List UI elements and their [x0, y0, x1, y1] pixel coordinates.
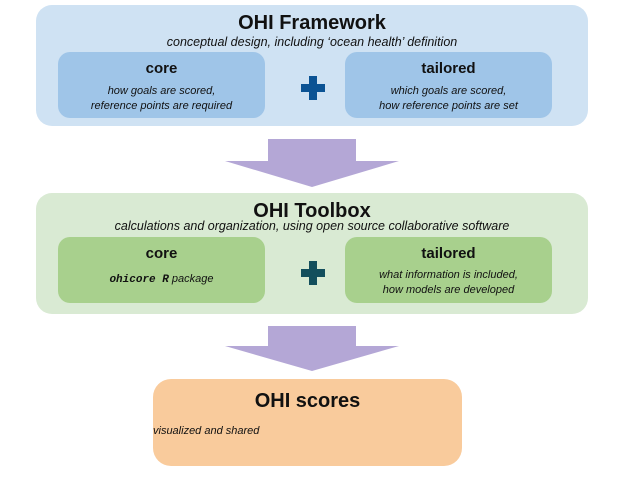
toolbox-tailored-box: tailored what information is included, h… [345, 237, 552, 303]
plus-icon [301, 76, 325, 100]
framework-core-title: core [145, 60, 178, 77]
framework-tailored-line1: which goals are scored, [390, 85, 507, 97]
framework-panel: OHI Framework conceptual design, includi… [36, 5, 588, 126]
toolbox-tailored-line2: how models are developed [382, 284, 515, 296]
down-arrow-icon [225, 326, 399, 371]
framework-tailored-line2: how reference points are set [379, 100, 518, 112]
framework-title: OHI Framework [238, 12, 386, 34]
framework-core-box: core how goals are scored, reference poi… [58, 52, 265, 118]
toolbox-panel: OHI Toolbox calculations and organizatio… [36, 193, 588, 314]
toolbox-tailored-title: tailored [421, 245, 476, 262]
toolbox-title: OHI Toolbox [253, 200, 371, 222]
toolbox-core-suffix: package [168, 273, 214, 285]
toolbox-core-box: core ohicore R package [58, 237, 265, 303]
toolbox-core-desc: ohicore R package [58, 272, 265, 288]
down-arrow-icon [225, 139, 399, 187]
plus-icon [301, 261, 325, 285]
framework-core-line2: reference points are required [90, 100, 233, 112]
framework-tailored-box: tailored which goals are scored, how ref… [345, 52, 552, 118]
scores-panel: OHI scores visualized and shared [153, 379, 462, 466]
framework-tailored-title: tailored [421, 60, 476, 77]
scores-title: OHI scores [254, 390, 361, 412]
framework-subtitle: conceptual design, including ‘ocean heal… [166, 35, 458, 49]
toolbox-subtitle: calculations and organization, using ope… [114, 219, 510, 233]
framework-core-line1: how goals are scored, [107, 85, 216, 97]
ohicore-code: ohicore R [109, 274, 169, 286]
toolbox-core-title: core [145, 245, 178, 262]
scores-subtitle: visualized and shared [153, 425, 260, 437]
toolbox-tailored-line1: what information is included, [379, 269, 518, 281]
